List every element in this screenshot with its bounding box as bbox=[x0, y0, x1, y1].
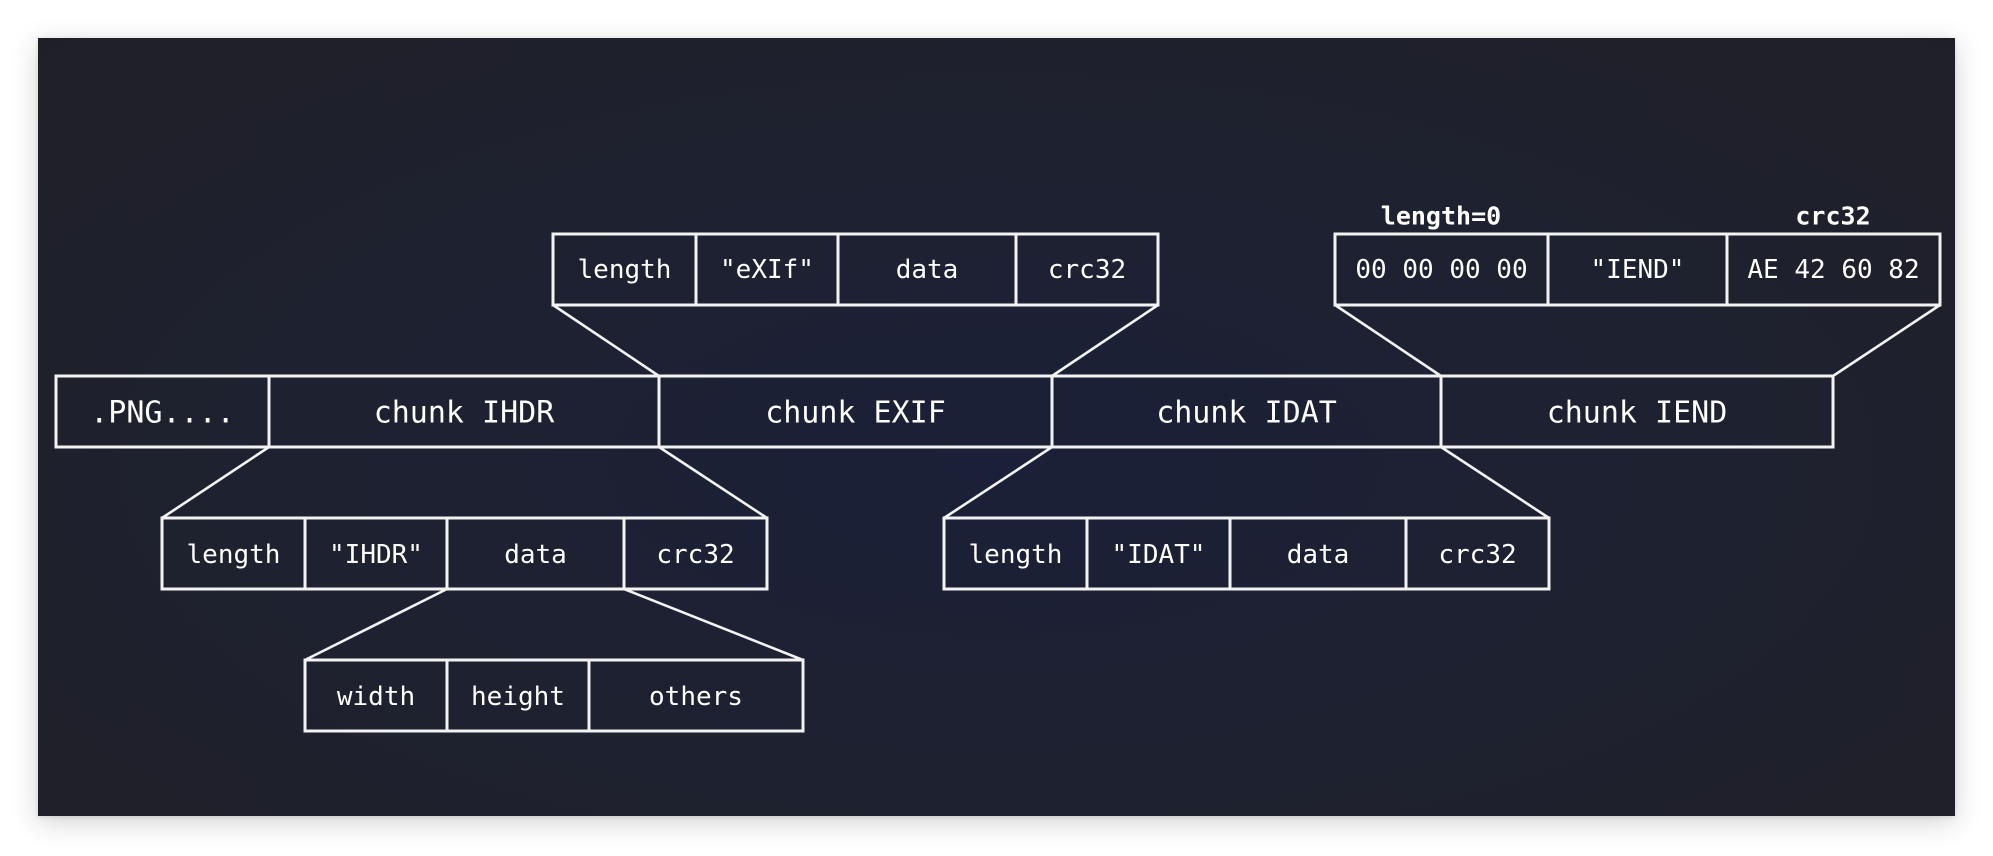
exif-type-label: "eXIf" bbox=[720, 255, 814, 285]
connector-iend-right bbox=[1832, 303, 1941, 378]
idat-length-label: length bbox=[969, 540, 1063, 570]
connector-ihdr-data-right bbox=[623, 587, 804, 662]
idat-crc-cell bbox=[1404, 516, 1551, 591]
idat-data-label: data bbox=[1287, 540, 1350, 570]
ihdr-crc-label: crc32 bbox=[656, 540, 734, 570]
png-signature-label: .PNG.... bbox=[90, 396, 235, 431]
diagram-canvas bbox=[38, 38, 1955, 816]
chunk-exif-label: chunk EXIF bbox=[765, 396, 946, 431]
ihdr-length-label: length bbox=[187, 540, 281, 570]
ihdr-chunk-row: length "IHDR" data crc32 bbox=[160, 516, 769, 591]
iend-length-label: 00 00 00 00 bbox=[1355, 255, 1527, 285]
connector-iend-left bbox=[1334, 303, 1442, 378]
iend-type-label: "IEND" bbox=[1591, 255, 1685, 285]
ihdr-height-label: height bbox=[471, 682, 565, 712]
chunk-iend-cell bbox=[1439, 374, 1835, 449]
chunk-iend-label: chunk IEND bbox=[1547, 396, 1728, 431]
connector-exif-right bbox=[1051, 303, 1159, 378]
iend-length-annotation: length=0 bbox=[1381, 202, 1501, 231]
connector-ihdr-left bbox=[161, 445, 270, 520]
connector-idat-left bbox=[943, 445, 1053, 520]
iend-crc-cell bbox=[1725, 232, 1942, 307]
ihdr-others-label: others bbox=[649, 682, 743, 712]
chunk-ihdr-label: chunk IHDR bbox=[374, 396, 556, 431]
exif-crc-cell bbox=[1014, 232, 1160, 307]
connector-ihdr-data-left bbox=[304, 587, 448, 662]
ihdr-type-label: "IHDR" bbox=[329, 540, 423, 570]
png-main-row: .PNG.... chunk IHDR chunk EXIF chunk IDA… bbox=[54, 374, 1835, 449]
exif-crc-label: crc32 bbox=[1048, 255, 1126, 285]
ihdr-data-label: data bbox=[504, 540, 567, 570]
ihdr-data-row: width height others bbox=[303, 658, 805, 733]
exif-length-label: length bbox=[578, 255, 672, 285]
iend-crc-label: AE 42 60 82 bbox=[1747, 255, 1919, 285]
connector-exif-left bbox=[552, 303, 660, 378]
exif-chunk-row: length "eXIf" data crc32 bbox=[551, 232, 1160, 307]
connector-ihdr-right bbox=[658, 445, 768, 520]
idat-crc-label: crc32 bbox=[1438, 540, 1516, 570]
ihdr-width-label: width bbox=[337, 682, 415, 712]
connectors bbox=[161, 303, 1941, 662]
idat-chunk-row: length "IDAT" data crc32 bbox=[942, 516, 1551, 591]
iend-chunk-row: length=0 crc32 00 00 00 00 "IEND" AE 42 … bbox=[1333, 202, 1942, 307]
idat-type-label: "IDAT" bbox=[1112, 540, 1206, 570]
exif-data-label: data bbox=[896, 255, 959, 285]
chunk-idat-label: chunk IDAT bbox=[1156, 396, 1337, 431]
ihdr-crc-cell bbox=[622, 516, 769, 591]
connector-idat-right bbox=[1440, 445, 1550, 520]
iend-crc-annotation: crc32 bbox=[1795, 202, 1870, 231]
ihdr-others-cell bbox=[587, 658, 805, 733]
